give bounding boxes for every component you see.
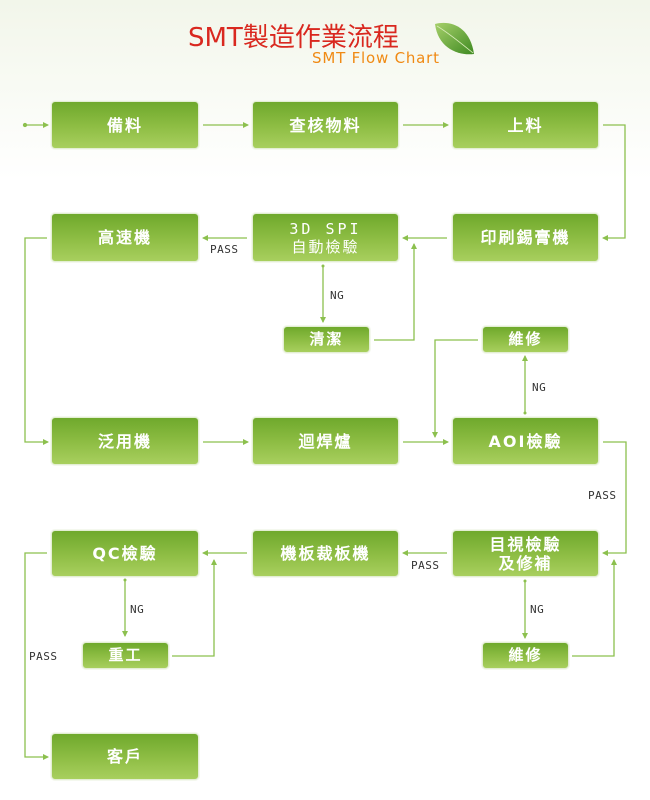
label-aoi-ng: NG [532, 381, 547, 394]
node-3d-spi-label-line2: 自動檢驗 [291, 237, 360, 256]
node-repair-visual-label: 維修 [508, 646, 543, 664]
node-rework[interactable]: 重工 [82, 642, 169, 669]
node-check-material-label: 查核物料 [289, 115, 362, 135]
node-aoi-label: AOI檢驗 [488, 431, 563, 451]
node-solder-printer[interactable]: 印刷錫膏機 [452, 213, 599, 262]
node-depanel[interactable]: 機板裁板機 [252, 530, 399, 577]
node-visual-label-line2: 及修補 [498, 553, 553, 573]
node-high-speed-label: 高速機 [97, 228, 152, 247]
node-general[interactable]: 泛用機 [51, 417, 199, 465]
node-qc[interactable]: QC檢驗 [51, 530, 199, 577]
node-visual-label-line1: 目視檢驗 [489, 534, 562, 554]
node-3d-spi-label-line1: 3D SPI [289, 219, 362, 238]
page-subtitle: SMT Flow Chart [312, 49, 440, 67]
node-clean-label: 清潔 [309, 330, 344, 348]
label-qc-ng: NG [130, 603, 145, 616]
node-solder-printer-label: 印刷錫膏機 [480, 228, 571, 247]
node-customer-label: 客戶 [106, 747, 143, 766]
label-spi-ng: NG [330, 289, 345, 302]
node-reflow[interactable]: 迴焊爐 [252, 417, 399, 465]
node-aoi[interactable]: AOI檢驗 [452, 417, 599, 465]
label-aoi-pass: PASS [588, 489, 617, 502]
node-rework-label: 重工 [108, 646, 143, 664]
node-clean[interactable]: 清潔 [283, 326, 370, 353]
node-repair-visual[interactable]: 維修 [482, 642, 569, 669]
label-visual-pass: PASS [411, 559, 440, 572]
node-visual[interactable]: 目視檢驗 及修補 [452, 530, 599, 577]
node-customer[interactable]: 客戶 [51, 733, 199, 780]
node-repair-aoi[interactable]: 維修 [482, 326, 569, 353]
node-prep-label: 備料 [106, 115, 143, 135]
page-title: SMT製造作業流程 [188, 23, 399, 53]
node-general-label: 泛用機 [97, 431, 152, 451]
label-qc-pass: PASS [29, 650, 58, 663]
label-visual-ng: NG [530, 603, 545, 616]
connector-highspeed-general [24, 237, 49, 445]
node-qc-label: QC檢驗 [92, 544, 158, 563]
node-reflow-label: 迴焊爐 [298, 431, 353, 451]
node-prep[interactable]: 備料 [51, 101, 199, 149]
label-spi-pass: PASS [210, 243, 239, 256]
node-3d-spi[interactable]: 3D SPI 自動檢驗 [252, 213, 399, 262]
node-check-material[interactable]: 查核物料 [252, 101, 399, 149]
node-load-label: 上料 [507, 115, 544, 135]
node-depanel-label: 機板裁板機 [280, 544, 371, 563]
node-load[interactable]: 上料 [452, 101, 599, 149]
node-repair-aoi-label: 維修 [508, 330, 543, 348]
node-high-speed[interactable]: 高速機 [51, 213, 199, 262]
leaf-icon [435, 22, 474, 55]
connector-load-printer [602, 124, 626, 241]
